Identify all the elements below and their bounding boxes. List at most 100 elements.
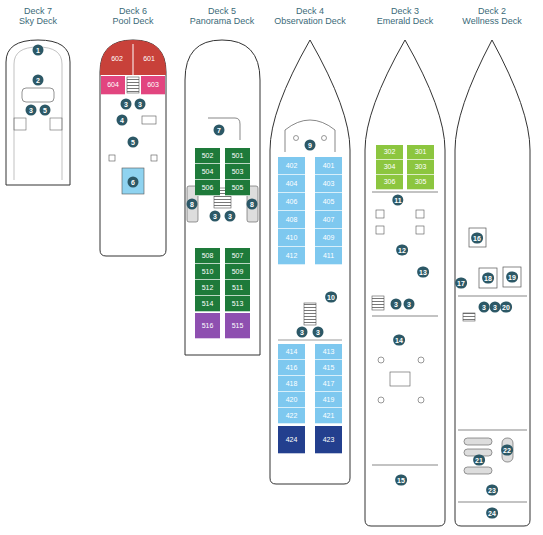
table xyxy=(378,357,384,363)
cabin-number: 506 xyxy=(202,184,214,192)
deck-plan: Deck 3Emerald Deck302301304303306305 xyxy=(365,0,445,535)
cabin-box: 516 xyxy=(195,313,220,339)
table-group xyxy=(50,118,62,130)
cabin-box: 514 xyxy=(195,296,220,312)
cabin-number: 301 xyxy=(415,148,427,156)
deck-railing xyxy=(14,47,62,180)
suite-divider xyxy=(133,44,134,75)
stairs xyxy=(304,303,316,325)
lounge-wall xyxy=(285,120,335,152)
cabin-number: 306 xyxy=(384,178,396,186)
cabin-number: 404 xyxy=(286,180,298,188)
callout-number: 2 xyxy=(33,75,44,86)
cabin-box: 412 xyxy=(278,247,305,265)
deck-number: Deck 3 xyxy=(365,6,445,16)
tender-boat xyxy=(464,438,492,445)
cabin-box: 406 xyxy=(278,193,305,211)
cabin-number: 424 xyxy=(286,436,298,444)
callout-number: 19 xyxy=(506,272,518,283)
suite-area xyxy=(100,40,166,75)
callout-number: 6 xyxy=(128,177,139,188)
deck-plan: Deck 6Pool Deck602601604603 xyxy=(95,0,171,535)
cabin-number: 411 xyxy=(323,252,334,260)
callout-number: 9 xyxy=(305,140,316,151)
callout-number: 21 xyxy=(473,455,485,466)
deck-outline xyxy=(185,40,260,355)
cabin-number: 413 xyxy=(323,348,335,356)
cabin-box: 302 xyxy=(376,145,403,160)
deck-plan: Deck 5Panorama Deck502501504503506505508… xyxy=(182,0,262,535)
cabin-box: 306 xyxy=(376,175,403,190)
cabin-box: 512 xyxy=(195,280,220,296)
wall xyxy=(458,502,527,503)
cabin-box: 424 xyxy=(278,426,305,454)
cabin-number: 503 xyxy=(232,168,244,176)
callout-number: 8 xyxy=(187,199,198,210)
tender-boat xyxy=(464,467,492,474)
cabin-box: 422 xyxy=(278,408,305,424)
cabin-number: 408 xyxy=(286,216,298,224)
cabin-box: 303 xyxy=(407,160,434,175)
callout-number: 16 xyxy=(471,233,483,244)
wall xyxy=(458,430,527,431)
cabin-number: 303 xyxy=(415,163,427,171)
callout-number: 3 xyxy=(297,327,308,338)
callout-number: 18 xyxy=(482,273,494,284)
callout-number: 3 xyxy=(490,302,501,313)
cabin-number: 419 xyxy=(323,396,335,404)
callout-number: 3 xyxy=(404,299,415,310)
table xyxy=(418,397,424,403)
stairs xyxy=(463,313,475,321)
cabin-box: 410 xyxy=(278,229,305,247)
cabin-box: 511 xyxy=(225,280,250,296)
cabin-number: 304 xyxy=(384,163,396,171)
cabin-box: 602 xyxy=(102,44,132,74)
cabin-box: 419 xyxy=(315,392,342,408)
cabin-number: 302 xyxy=(384,148,396,156)
cabin-box: 407 xyxy=(315,211,342,229)
deck-plan: Deck 4Observation Deck402401404403406405… xyxy=(270,0,350,535)
callout-number: 24 xyxy=(486,508,498,519)
wall xyxy=(372,192,438,193)
callout-number: 22 xyxy=(501,445,513,456)
cabin-number: 402 xyxy=(286,162,298,170)
table xyxy=(418,357,424,363)
cabin-number: 417 xyxy=(323,380,335,388)
cabin-box: 404 xyxy=(278,175,305,193)
deck-number: Deck 5 xyxy=(182,6,262,16)
cabin-number: 415 xyxy=(323,364,335,372)
deck-outline xyxy=(270,40,350,484)
cabin-number: 410 xyxy=(286,234,298,242)
cabin-box: 501 xyxy=(225,148,250,164)
corridor xyxy=(222,240,223,340)
deck-number: Deck 7 xyxy=(0,6,76,16)
cabin-box: 604 xyxy=(101,76,125,95)
cabin-number: 504 xyxy=(202,168,214,176)
callout-number: 3 xyxy=(313,327,324,338)
deck-outline xyxy=(365,40,445,526)
deck-name: Panorama Deck xyxy=(182,16,262,26)
cabin-box: 503 xyxy=(225,164,250,180)
callout-number: 5 xyxy=(128,137,139,148)
callout-number: 5 xyxy=(40,105,51,116)
cabin-number: 421 xyxy=(323,412,335,420)
cabin-box: 401 xyxy=(315,157,342,175)
cabin-number: 514 xyxy=(202,300,214,308)
cabin-number: 418 xyxy=(286,380,298,388)
cabin-box: 416 xyxy=(278,360,305,376)
cabin-box: 417 xyxy=(315,376,342,392)
cabin-box: 601 xyxy=(134,44,164,74)
cabin-box: 420 xyxy=(278,392,305,408)
callout-number: 12 xyxy=(396,245,408,256)
cabin-box: 508 xyxy=(195,248,220,264)
callout-number: 23 xyxy=(486,485,498,496)
cabin-number: 511 xyxy=(232,284,243,292)
callout-number: 8 xyxy=(247,199,258,210)
cabin-box: 504 xyxy=(195,164,220,180)
table xyxy=(376,226,384,234)
callout-number: 14 xyxy=(393,335,405,346)
cabin-box: 507 xyxy=(225,248,250,264)
cabin-number: 510 xyxy=(202,268,214,276)
deck-plan: Deck 2Wellness Deck xyxy=(452,0,532,535)
cabin-number: 422 xyxy=(286,412,298,420)
